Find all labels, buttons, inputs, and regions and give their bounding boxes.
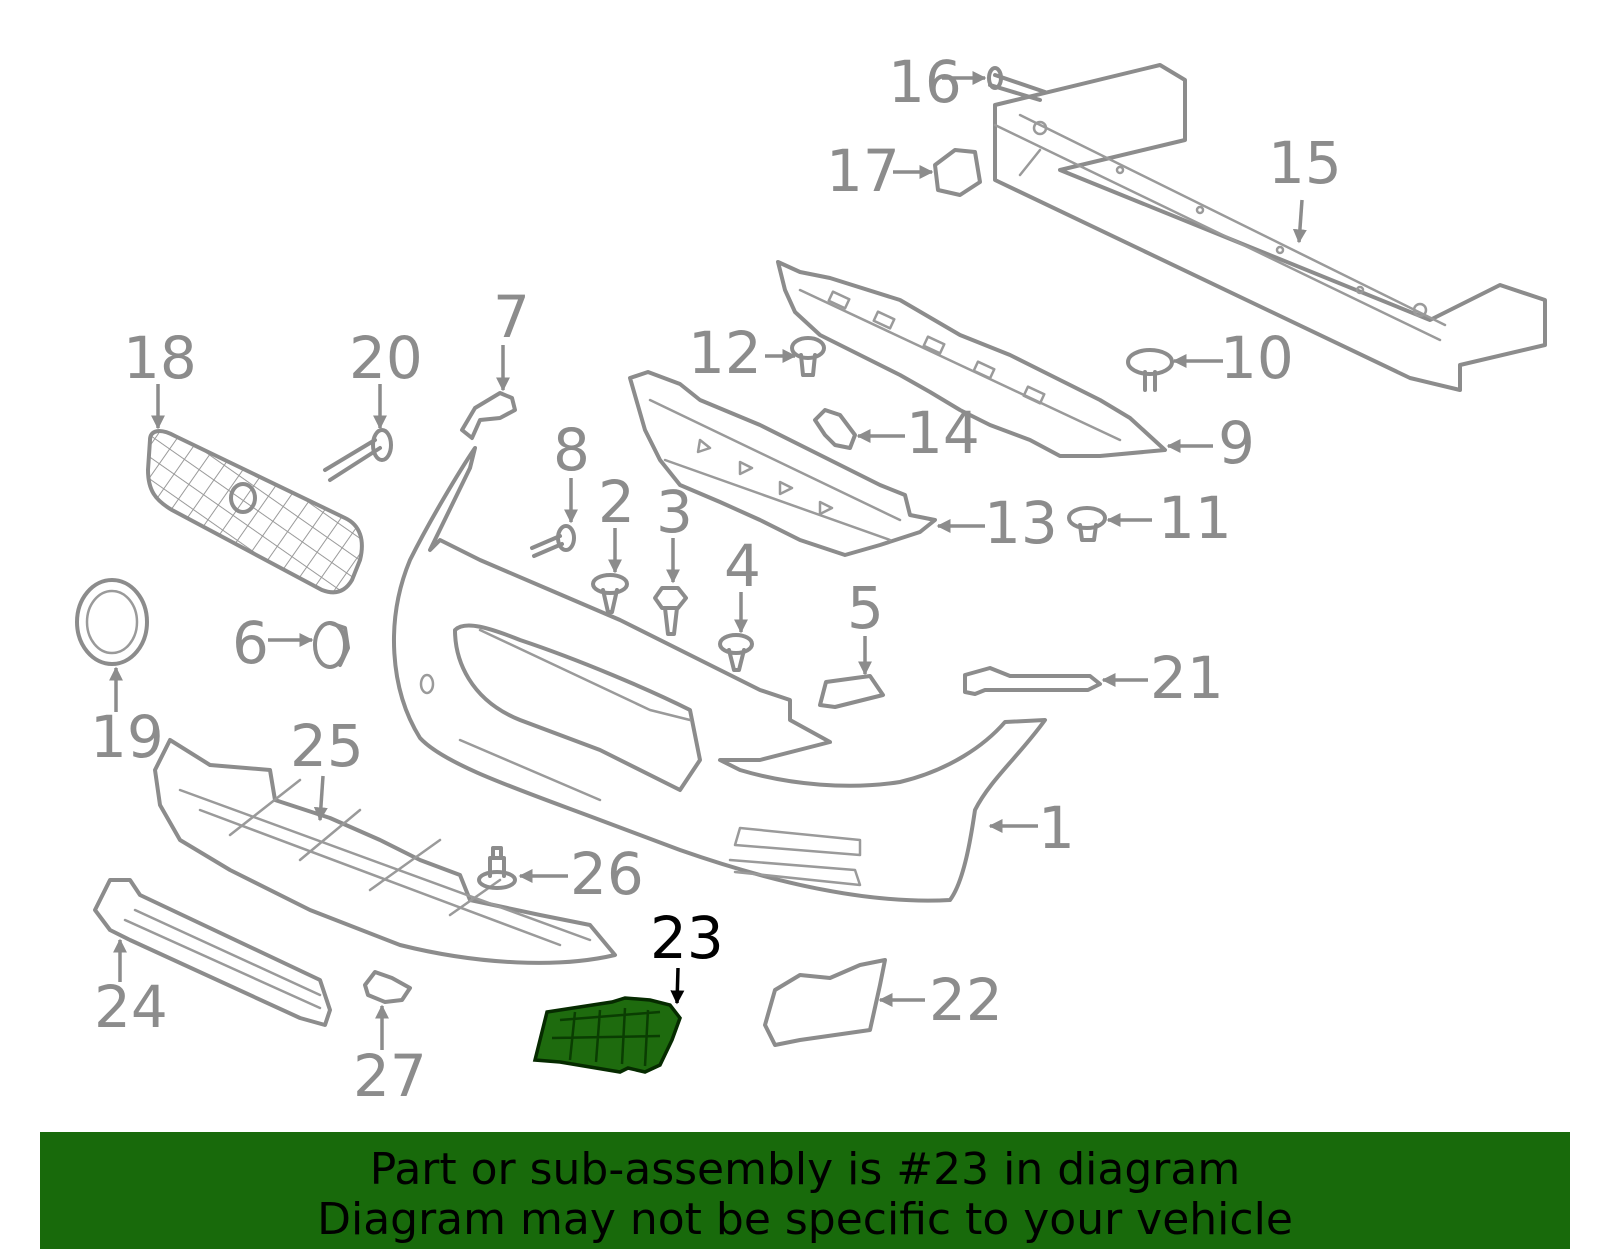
callout-7: 7	[493, 283, 530, 351]
callout-4: 4	[724, 532, 761, 600]
bracket-part-14	[813, 408, 857, 450]
callout-27: 27	[353, 1042, 427, 1110]
callout-18: 18	[123, 324, 197, 392]
undertray-part-25	[153, 738, 617, 965]
banner-line-2: Diagram may not be specific to your vehi…	[317, 1194, 1293, 1245]
bolt-part-8	[530, 524, 576, 558]
clip-part-10	[1126, 348, 1174, 392]
trim-part-7	[460, 391, 517, 440]
callout-21: 21	[1150, 644, 1224, 712]
lower-reinforcement-part-24	[93, 878, 332, 1027]
clip-part-27	[363, 970, 412, 1004]
fog-lamp-ring-part-19	[75, 578, 149, 666]
cap-part-6	[313, 621, 350, 669]
leader-lines	[109, 71, 1307, 1050]
pin-part-26	[477, 846, 517, 890]
highlighted-part-23	[532, 996, 682, 1074]
callout-1: 1	[1038, 794, 1075, 862]
cover-part-5	[818, 674, 885, 709]
bolt-part-16	[987, 66, 1047, 102]
callout-9: 9	[1218, 409, 1255, 477]
bumper-cover-part-1	[391, 446, 1047, 903]
callout-17: 17	[826, 137, 900, 205]
bolt-part-20	[323, 428, 393, 482]
callout-6: 6	[232, 609, 269, 677]
bracket-part-21	[963, 666, 1102, 696]
callout-labels: 1 2 3 4 5 6 7 8 9 10 11 12 13 14 15 16 1…	[90, 48, 1342, 1110]
callout-10: 10	[1220, 324, 1294, 392]
callout-15: 15	[1268, 129, 1342, 197]
bumper-reinforcement-beam	[993, 63, 1547, 392]
callout-12: 12	[688, 319, 762, 387]
callout-3: 3	[656, 478, 693, 546]
upper-bracket-part-9	[776, 260, 1167, 458]
clip-part-11	[1067, 506, 1107, 542]
callout-14: 14	[906, 399, 980, 467]
clip-part-12	[790, 336, 826, 377]
callout-23: 23	[650, 904, 724, 972]
banner-line-1: Part or sub-assembly is #23 in diagram	[369, 1144, 1241, 1195]
clip-part-2	[591, 573, 629, 614]
callout-11: 11	[1158, 484, 1232, 552]
callout-24: 24	[94, 973, 168, 1041]
callout-26: 26	[570, 840, 644, 908]
callout-16: 16	[888, 48, 962, 116]
callout-20: 20	[349, 324, 423, 392]
info-banner: Part or sub-assembly is #23 in diagram D…	[40, 1132, 1570, 1249]
callout-13: 13	[984, 489, 1058, 557]
callout-8: 8	[553, 416, 590, 484]
callout-5: 5	[847, 574, 884, 642]
callout-22: 22	[929, 966, 1003, 1034]
clip-part-4	[718, 633, 754, 672]
callout-25: 25	[290, 712, 364, 780]
callout-19: 19	[90, 703, 164, 771]
bumper-stop-part-17	[933, 148, 982, 197]
lower-bracket-part-13	[628, 370, 937, 557]
bracket-part-22	[763, 958, 887, 1047]
clip-part-3	[653, 586, 688, 636]
callout-2: 2	[598, 468, 635, 536]
grille-part-18	[145, 429, 364, 595]
